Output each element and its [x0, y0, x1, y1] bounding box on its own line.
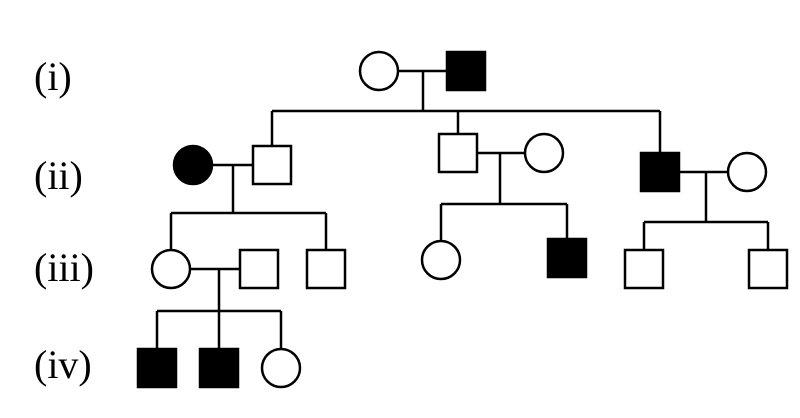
unaffected-female-ii-6: [726, 151, 768, 193]
unaffected-male-ii-3: [437, 132, 479, 174]
unaffected-male-iii-6: [623, 248, 665, 290]
unaffected-female-i-1: [358, 50, 400, 92]
unaffected-male-iii-3: [305, 248, 347, 290]
unaffected-male-iii-2: [238, 248, 280, 290]
affected-male-ii-5: [639, 151, 681, 193]
affected-male-iv-2: [198, 347, 240, 389]
unaffected-female-iii-1: [150, 248, 192, 290]
unaffected-female-iv-3: [260, 347, 302, 389]
unaffected-female-ii-4: [523, 132, 565, 174]
generation-label-iv: (iv): [34, 342, 92, 387]
pedigree-symbols: [136, 50, 789, 389]
affected-female-ii-1: [172, 144, 214, 186]
affected-male-iii-5: [546, 237, 588, 279]
generation-label-ii: (ii): [34, 153, 83, 198]
affected-male-iv-1: [136, 347, 178, 389]
pedigree-lines: [155, 69, 770, 349]
unaffected-male-iii-7: [747, 248, 789, 290]
unaffected-male-ii-2: [251, 144, 293, 186]
generation-label-iii: (iii): [34, 245, 94, 290]
affected-male-i-2: [445, 50, 487, 92]
generation-label-i: (i): [34, 54, 72, 99]
unaffected-female-iii-4: [420, 239, 462, 281]
